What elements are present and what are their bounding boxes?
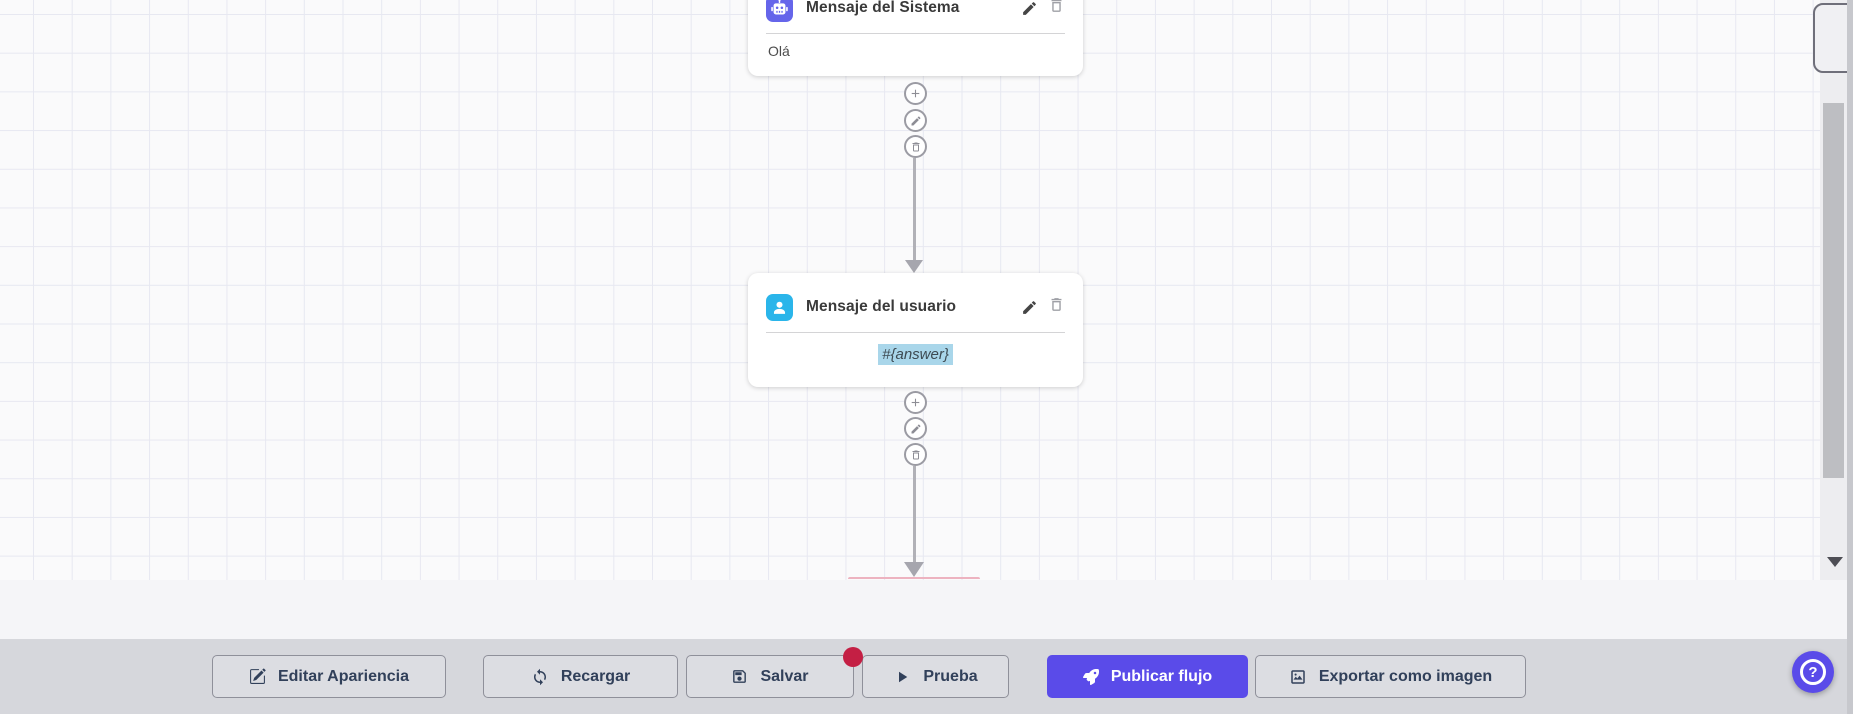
pencil-icon <box>1023 300 1036 314</box>
trash-icon <box>1051 0 1062 12</box>
refresh-icon <box>533 668 546 685</box>
pencil-icon <box>911 423 921 433</box>
publish-flow-button[interactable]: Publicar flujo <box>1047 655 1248 698</box>
trash-icon <box>912 450 919 459</box>
help-button[interactable]: ? <box>1792 651 1834 693</box>
button-label: Editar Apariencia <box>277 667 409 685</box>
add-node-button[interactable] <box>904 82 927 105</box>
delete-connection-button[interactable] <box>904 135 927 158</box>
node-title: Mensaje del Sistema <box>806 0 960 16</box>
save-icon <box>733 670 747 683</box>
button-label: Publicar flujo <box>1110 667 1213 685</box>
connector-line <box>913 466 916 563</box>
variable-chip: #{answer} <box>878 344 953 365</box>
delete-node-button[interactable] <box>1048 296 1065 318</box>
pencil-icon <box>1023 1 1036 15</box>
arrowhead-icon <box>904 562 924 577</box>
vertical-scrollbar-thumb[interactable] <box>1823 103 1844 478</box>
reload-button[interactable]: Recargar <box>483 655 678 698</box>
divider <box>766 33 1065 34</box>
unsaved-changes-badge <box>843 647 863 667</box>
button-label: Recargar <box>560 667 631 685</box>
export-image-button[interactable]: Exportar como imagen <box>1255 655 1526 698</box>
node-content: Olá <box>768 43 790 59</box>
node-content: #{answer} <box>748 333 1083 381</box>
button-label: Salvar <box>760 667 809 685</box>
divider <box>766 332 1065 333</box>
help-label: ? <box>1808 663 1818 681</box>
node-title: Mensaje del usuario <box>806 298 957 315</box>
plus-icon <box>911 89 920 98</box>
delete-node-button[interactable] <box>1048 0 1065 19</box>
trash-icon <box>1051 298 1062 311</box>
canvas-corner-panel[interactable] <box>1813 3 1853 73</box>
plus-icon <box>911 398 920 407</box>
trash-icon <box>912 142 919 151</box>
edit-square-icon <box>250 668 266 684</box>
rocket-icon <box>1082 668 1099 685</box>
edit-connection-button[interactable] <box>904 109 927 132</box>
node-user-message[interactable]: Mensaje del usuario #{answer} <box>748 273 1083 387</box>
test-button[interactable]: Prueba <box>862 655 1009 698</box>
image-icon <box>1291 669 1305 684</box>
action-toolbar: Editar Apariencia Recargar Salvar Prueba… <box>0 639 1853 714</box>
button-label: Prueba <box>923 667 978 685</box>
arrowhead-icon <box>905 260 923 273</box>
play-icon <box>899 671 908 682</box>
edit-node-button[interactable] <box>1021 299 1038 316</box>
window-scrollbar-strip[interactable] <box>1847 0 1853 714</box>
node-system-message[interactable]: Mensaje del Sistema Olá <box>748 0 1083 76</box>
scroll-down-arrow-icon[interactable] <box>1827 557 1843 567</box>
user-icon <box>766 293 793 321</box>
robot-icon <box>766 0 793 22</box>
question-mark-icon: ? <box>1800 659 1826 685</box>
hidden-node-top-edge <box>848 577 980 579</box>
pencil-icon <box>911 115 921 125</box>
edit-appearance-button[interactable]: Editar Apariencia <box>212 655 446 698</box>
button-label: Exportar como imagen <box>1318 667 1493 685</box>
node-header: Mensaje del Sistema <box>748 0 1083 33</box>
add-node-button[interactable] <box>904 391 927 414</box>
node-header: Mensaje del usuario <box>748 273 1083 332</box>
connector-line <box>913 158 916 263</box>
edit-connection-button[interactable] <box>904 417 927 440</box>
edit-node-button[interactable] <box>1021 0 1038 17</box>
save-button[interactable]: Salvar <box>686 655 854 698</box>
footer-band <box>0 580 1847 639</box>
delete-connection-button[interactable] <box>904 443 927 466</box>
